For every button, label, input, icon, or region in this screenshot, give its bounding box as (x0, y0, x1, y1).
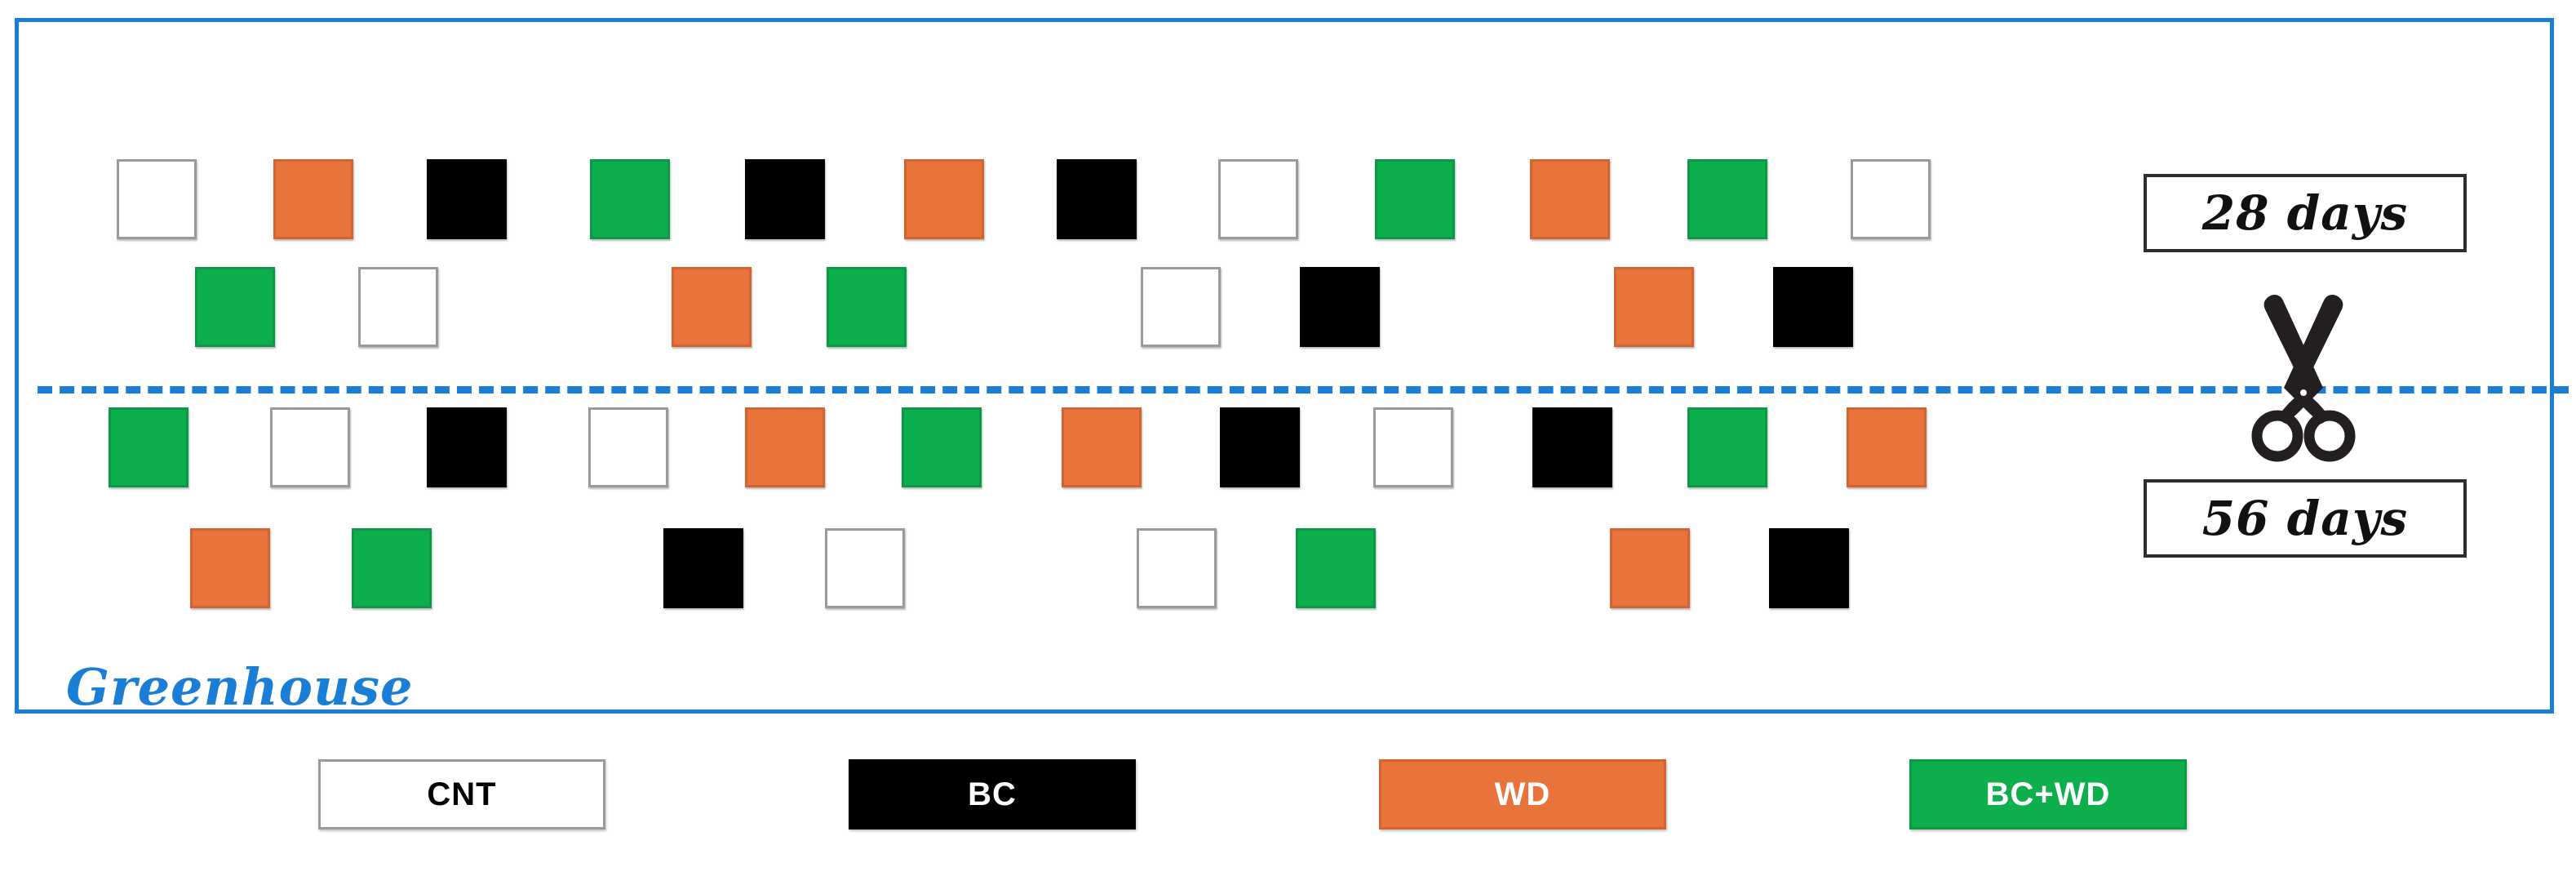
plot-wd-r1-c6 (904, 159, 984, 239)
scissors-icon (2238, 291, 2369, 463)
plot-bcwd-r3-c11 (1687, 407, 1767, 487)
greenhouse-frame: 28 days (15, 18, 2569, 717)
plot-cnt-r3-c9 (1373, 407, 1453, 487)
plot-cnt-r3-c2 (270, 407, 350, 487)
plot-bcwd-r4-c2 (352, 528, 432, 608)
plot-wd-r1-c2 (273, 159, 353, 239)
plot-cnt-r2-c5 (1141, 267, 1221, 347)
plot-wd-r3-c12 (1847, 407, 1926, 487)
plot-bc-r4-c8 (1769, 528, 1849, 608)
plot-wd-r2-c7 (1614, 267, 1694, 347)
plot-wd-r4-c7 (1610, 528, 1690, 608)
plot-cnt-r1-c1 (117, 159, 197, 239)
plot-bcwd-r3-c1 (109, 407, 188, 487)
legend-item-wd: WD (1379, 759, 1666, 829)
plot-bcwd-r1-c11 (1687, 159, 1767, 239)
plot-bc-r1-c7 (1057, 159, 1137, 239)
plot-bcwd-r3-c6 (902, 407, 982, 487)
plot-bc-r1-c5 (745, 159, 825, 239)
legend-item-bc: BC (849, 759, 1136, 829)
plot-cnt-r2-c2 (358, 267, 438, 347)
plot-cnt-r4-c4 (825, 528, 905, 608)
greenhouse-caption: Greenhouse (66, 657, 414, 717)
plot-bc-r2-c6 (1300, 267, 1380, 347)
harvest-label-28-days: 28 days (2144, 174, 2467, 252)
plot-wd-r4-c1 (190, 528, 270, 608)
plot-wd-r2-c3 (672, 267, 752, 347)
legend-item-cnt: CNT (318, 759, 605, 829)
plot-cnt-r1-c12 (1851, 159, 1931, 239)
plot-bc-r3-c3 (427, 407, 507, 487)
plot-bcwd-r4-c6 (1296, 528, 1376, 608)
plot-wd-r1-c10 (1530, 159, 1610, 239)
plot-bcwd-r1-c4 (590, 159, 670, 239)
plot-bc-r1-c3 (427, 159, 507, 239)
plot-bcwd-r2-c1 (195, 267, 275, 347)
plot-bcwd-r1-c9 (1375, 159, 1455, 239)
plot-bc-r4-c3 (663, 528, 743, 608)
treatment-legend: CNT BC WD BC+WD (0, 751, 2576, 841)
harvest-divider-dashed-line (38, 386, 2569, 394)
plot-bc-r3-c8 (1220, 407, 1300, 487)
plot-wd-r3-c5 (745, 407, 825, 487)
plot-bcwd-r2-c4 (827, 267, 907, 347)
plot-cnt-r4-c5 (1137, 528, 1217, 608)
plot-wd-r3-c7 (1062, 407, 1142, 487)
plot-cnt-r1-c8 (1218, 159, 1298, 239)
legend-item-bcwd: BC+WD (1909, 759, 2187, 829)
harvest-label-56-days: 56 days (2144, 479, 2467, 558)
plot-cnt-r3-c4 (588, 407, 668, 487)
plot-bc-r3-c10 (1532, 407, 1612, 487)
plot-bc-r2-c8 (1773, 267, 1853, 347)
